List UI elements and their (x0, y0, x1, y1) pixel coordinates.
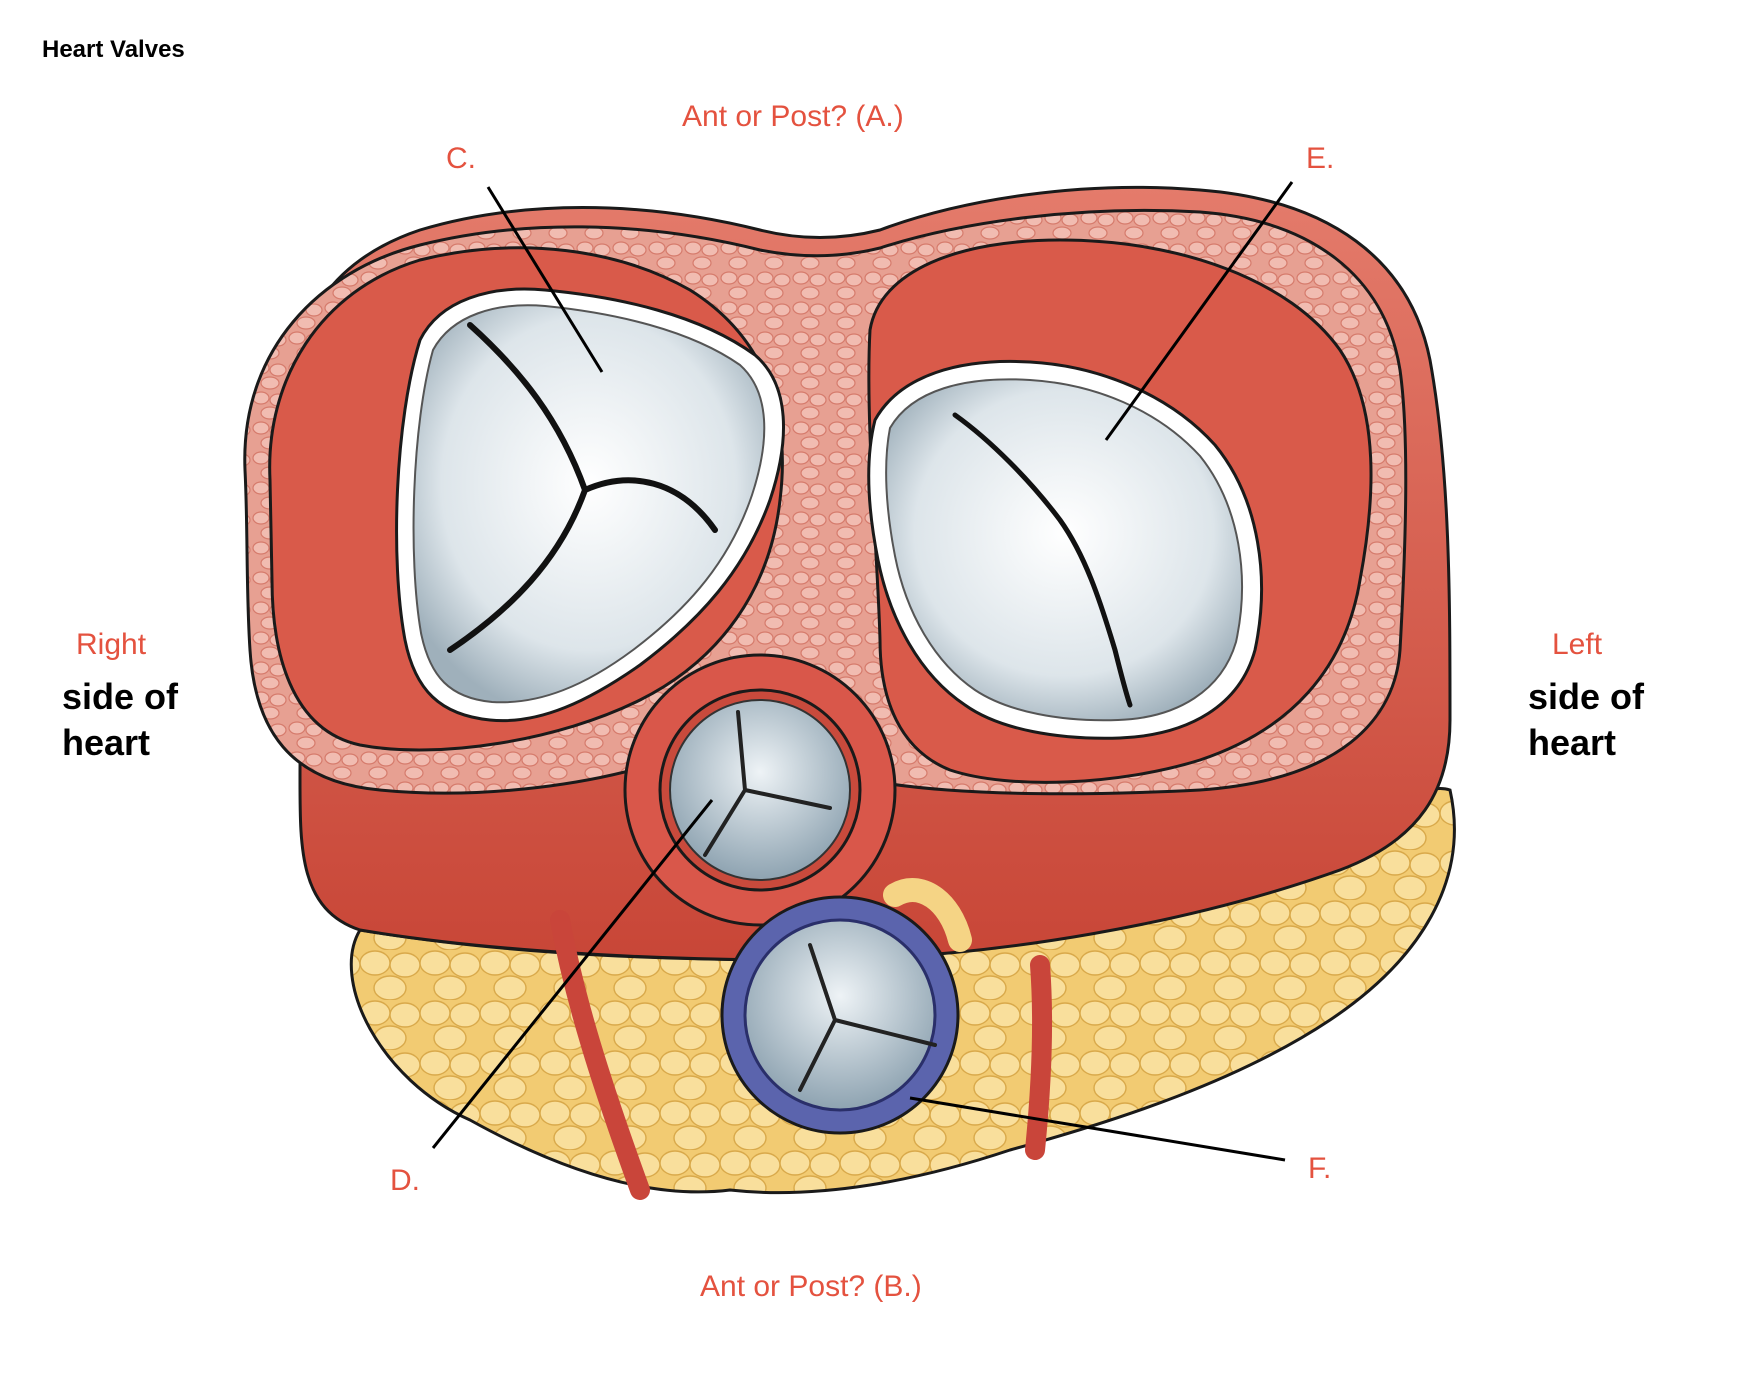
mitral-valve (885, 378, 1243, 722)
mitral-commissure (952, 412, 1133, 708)
right-side-word: Right (76, 628, 147, 661)
coronary-vessel-right (550, 910, 650, 1200)
right-side-caption: side of heart (62, 674, 178, 766)
coronary-vessel-left (1025, 955, 1053, 1160)
left-side-caption: side of heart (1528, 674, 1644, 766)
leader-line-c (486, 186, 604, 373)
left-side-line1: side of (1528, 676, 1645, 717)
tricuspid-valve (412, 304, 766, 704)
pulmonary-valve (743, 918, 937, 1112)
label-e: E. (1306, 142, 1335, 175)
right-side-line1: side of (62, 676, 179, 717)
leader-line-d (431, 799, 714, 1149)
right-side-line2: heart (62, 722, 151, 763)
aortic-valve (669, 699, 851, 881)
pulmonary-cusps (798, 943, 937, 1092)
label-a: Ant or Post? (A.) (682, 100, 904, 133)
left-side-line2: heart (1528, 722, 1617, 763)
diagram-title: Heart Valves (42, 36, 185, 63)
leader-line-e (1104, 181, 1294, 441)
leader-line-f (909, 1096, 1286, 1162)
tricuspid-commissures (447, 322, 718, 653)
aortic-cusps (703, 710, 832, 857)
left-side-word: Left (1552, 628, 1603, 661)
coronary-branch (883, 878, 972, 952)
label-f: F. (1308, 1152, 1332, 1185)
label-b: Ant or Post? (B.) (700, 1270, 922, 1303)
label-c: C. (446, 142, 476, 175)
label-d: D. (390, 1164, 420, 1197)
